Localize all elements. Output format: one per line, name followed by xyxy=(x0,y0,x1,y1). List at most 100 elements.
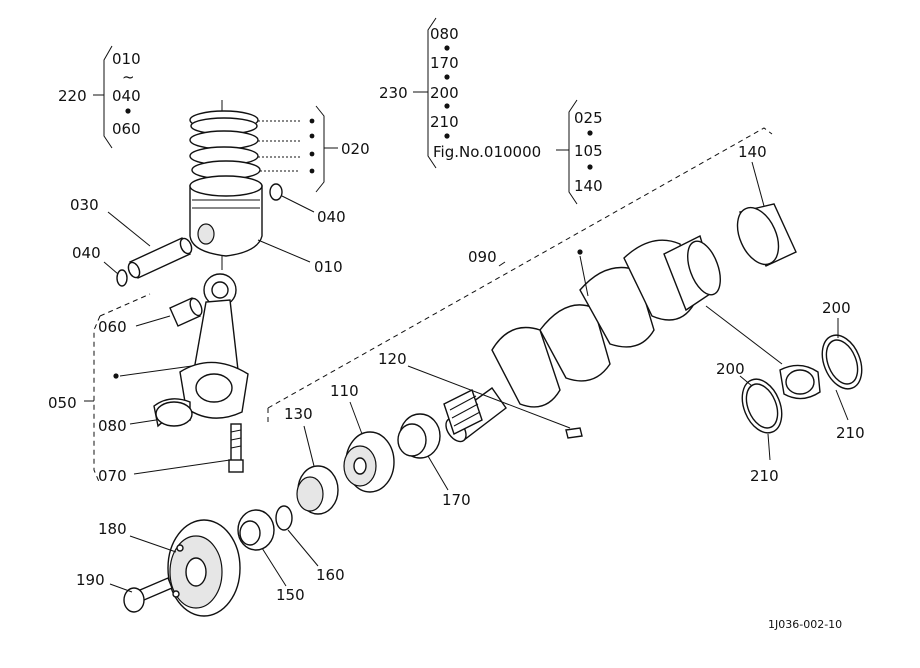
leader-200-left xyxy=(739,375,753,387)
collar-170 xyxy=(397,413,441,459)
dot-230-d xyxy=(444,133,450,139)
bracket-220-left xyxy=(103,45,113,149)
callout-025: 025 xyxy=(574,109,603,127)
leader-140 xyxy=(751,161,765,207)
ring-leaders xyxy=(258,105,338,193)
bolt-thread-3 xyxy=(230,445,242,449)
leader-130 xyxy=(303,425,315,467)
group-230-bracket xyxy=(413,17,450,169)
bushing-140-face xyxy=(736,206,780,266)
leader-150 xyxy=(261,547,287,587)
collar-170-inner xyxy=(397,423,427,457)
callout-tilde: ~ xyxy=(122,68,135,86)
leader-070 xyxy=(133,459,231,475)
leader-210-right xyxy=(835,389,849,421)
bracket-020 xyxy=(315,105,325,193)
pulley-hub xyxy=(185,557,207,587)
bolt-head xyxy=(228,459,244,473)
piston-body xyxy=(189,175,263,257)
crank-flange xyxy=(687,240,721,296)
dot-fig-b xyxy=(587,164,593,170)
ring-dot-4 xyxy=(309,168,315,174)
spline-line-1 xyxy=(449,395,477,411)
main-bearing-case xyxy=(779,364,821,400)
circlip-right-ring xyxy=(269,183,283,201)
callout-070: 070 xyxy=(98,467,127,485)
bracket-fig-left xyxy=(568,99,578,205)
callout-110: 110 xyxy=(330,382,359,400)
dot-050 xyxy=(113,373,119,379)
crank-web-1 xyxy=(491,326,561,408)
collar-150 xyxy=(237,509,275,551)
collar-150-inner xyxy=(239,520,261,546)
callout-040-right: 040 xyxy=(317,208,346,226)
callout-020: 020 xyxy=(341,140,370,158)
callout-050: 050 xyxy=(48,394,77,412)
pulley-bolt-shank xyxy=(139,577,173,601)
crankshaft-dashed-bracket xyxy=(267,127,773,424)
gear-130 xyxy=(296,465,339,515)
callout-170: 170 xyxy=(430,54,459,72)
leader-190 xyxy=(109,583,133,593)
callout-190: 190 xyxy=(76,571,105,589)
rod-bearing-ring xyxy=(155,401,193,427)
leader-060 xyxy=(135,315,171,327)
rod-bolt xyxy=(228,423,244,473)
piston-rings xyxy=(189,100,261,270)
bracket-230-left xyxy=(427,17,437,169)
callout-200-left: 200 xyxy=(716,360,745,378)
woodruff-key xyxy=(565,427,583,439)
callout-010: 010 xyxy=(112,50,141,68)
piston-pin-end xyxy=(179,237,193,255)
ring-dot-1 xyxy=(309,118,315,124)
leader-040-right xyxy=(281,195,315,213)
spline-line-2 xyxy=(451,403,479,419)
callout-230: 230 xyxy=(379,84,408,102)
leader-110 xyxy=(349,401,363,435)
callout-080-bearing: 080 xyxy=(98,417,127,435)
callout-130: 130 xyxy=(284,405,313,423)
callout-060-bush: 060 xyxy=(98,318,127,336)
group-220-bracket xyxy=(93,45,131,149)
pulley-bolt xyxy=(123,577,173,613)
bearing-case-bore xyxy=(785,369,815,395)
leader-180 xyxy=(129,535,177,553)
dash-upper-line xyxy=(267,127,773,409)
rod-big-end-bore xyxy=(195,373,233,403)
callout-140: 140 xyxy=(738,143,767,161)
callout-010-piston: 010 xyxy=(314,258,343,276)
dot-220 xyxy=(125,108,131,114)
leader-160 xyxy=(287,529,319,567)
pulley-hole-1 xyxy=(176,544,184,552)
crankshaft xyxy=(445,235,721,443)
thrust-washer-right-inner xyxy=(825,339,859,385)
callout-030: 030 xyxy=(70,196,99,214)
crank-pulley xyxy=(167,519,241,617)
pulley-bolt-head xyxy=(123,587,145,613)
ring-dot-2 xyxy=(309,133,315,139)
main-bushing-140 xyxy=(736,203,797,267)
callout-180: 180 xyxy=(98,520,127,538)
gear-110-bore xyxy=(353,457,367,475)
rod-small-end-bore xyxy=(211,281,229,299)
leader-050-dot xyxy=(119,365,193,377)
bolt-thread-2 xyxy=(230,437,242,441)
piston-pin-end-2 xyxy=(127,261,141,279)
dot-crank xyxy=(577,249,583,255)
gear-110 xyxy=(343,431,395,493)
callout-060: 060 xyxy=(112,120,141,138)
piston-pin-boss xyxy=(197,223,215,245)
leader-040-left xyxy=(103,261,119,275)
circlip-right xyxy=(269,183,283,201)
callout-090: 090 xyxy=(468,248,497,266)
callout-105: 105 xyxy=(574,142,603,160)
rod-bearing xyxy=(153,398,193,428)
callout-080: 080 xyxy=(430,25,459,43)
callout-200-right: 200 xyxy=(822,299,851,317)
dot-230-b xyxy=(444,74,450,80)
piston-crown xyxy=(189,175,263,197)
group-fig-bracket xyxy=(556,99,593,205)
leader-080 xyxy=(129,419,157,425)
